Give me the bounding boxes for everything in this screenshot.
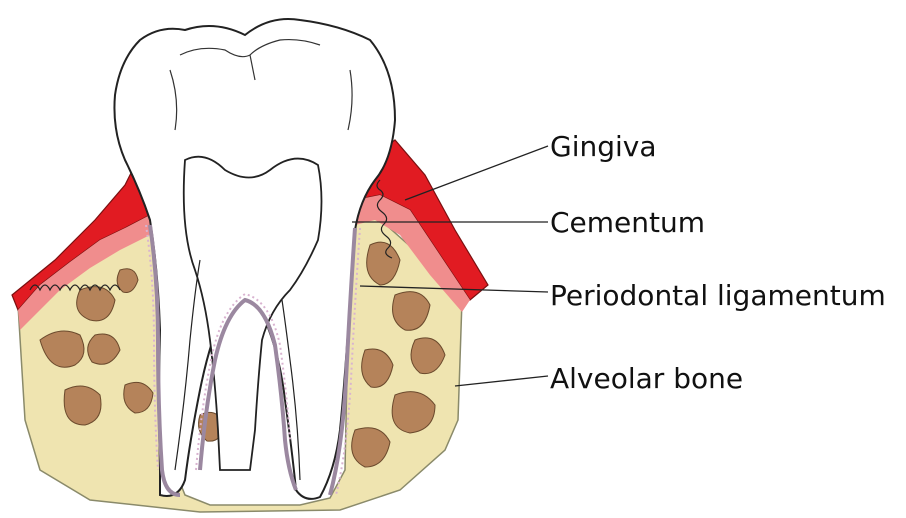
label-cementum: Cementum xyxy=(550,206,705,239)
alveolar-bone-leader-line xyxy=(455,376,548,386)
label-alveolar-bone: Alveolar bone xyxy=(550,362,743,395)
gingiva-leader-line xyxy=(405,146,548,200)
label-periodontal-ligamentum: Periodontal ligamentum xyxy=(550,279,886,312)
label-gingiva: Gingiva xyxy=(550,130,657,163)
